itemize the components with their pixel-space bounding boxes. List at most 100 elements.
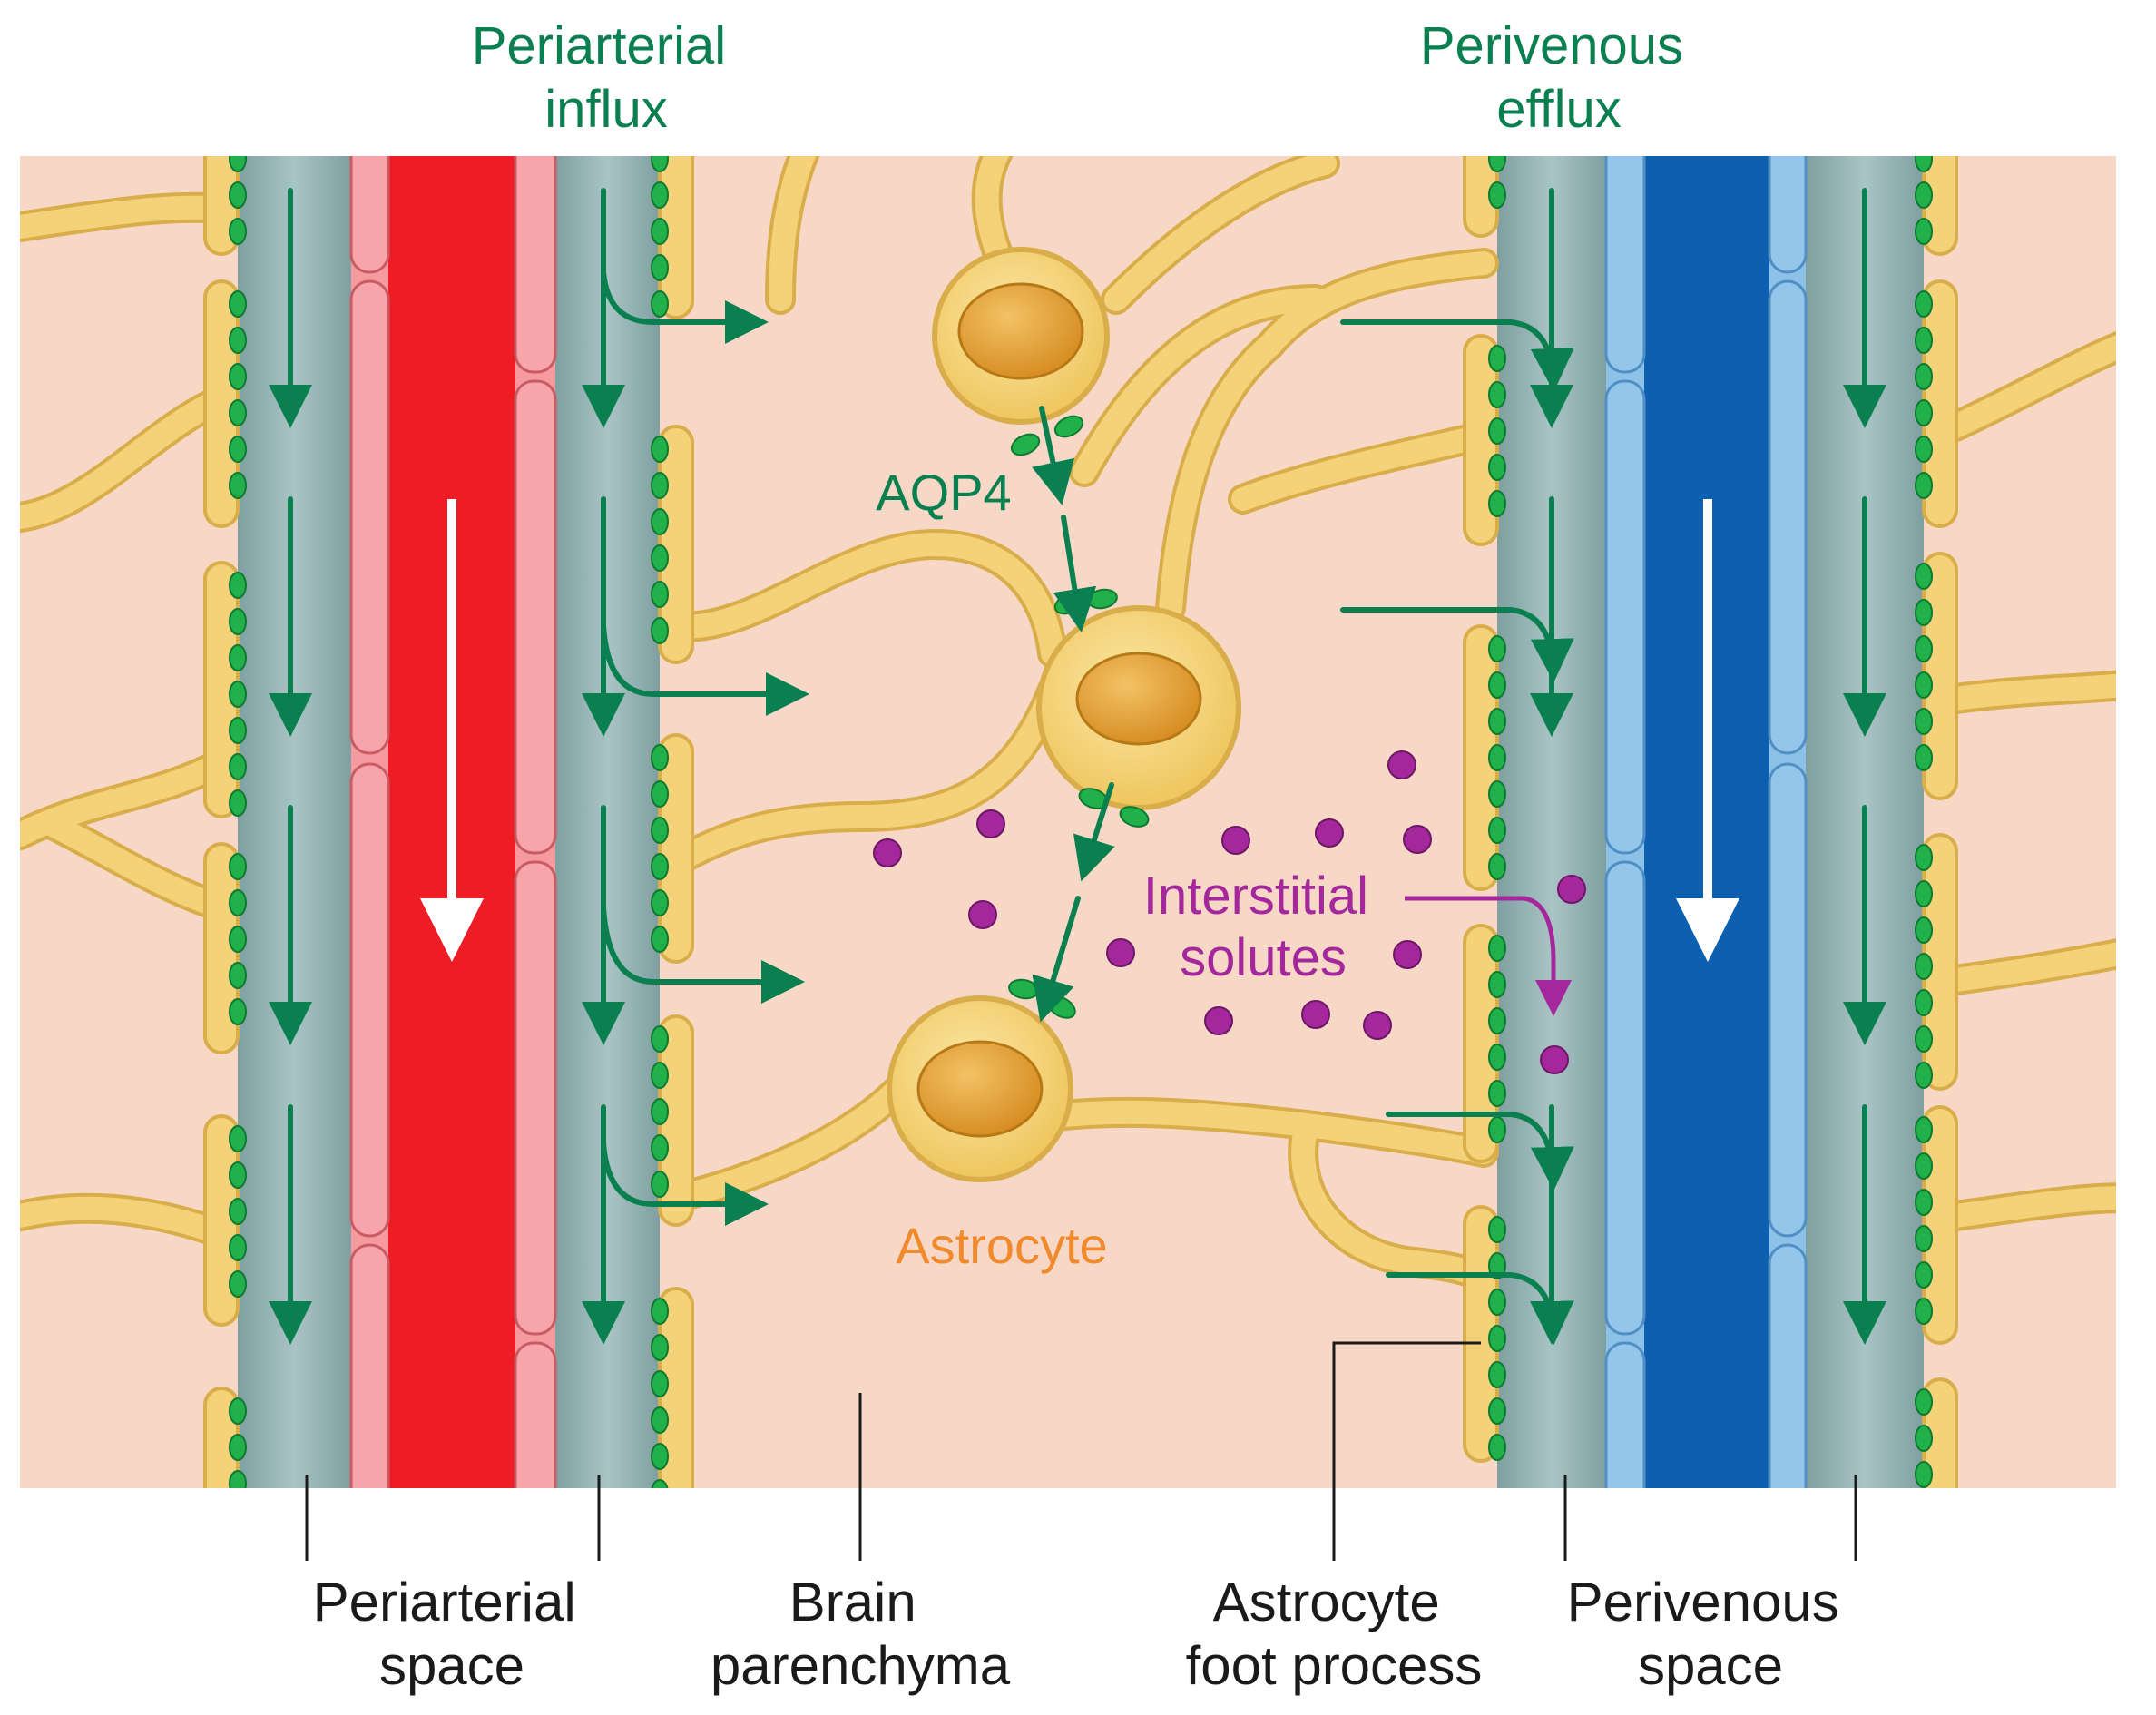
label-astrocyte: Astrocyte: [896, 1217, 1107, 1274]
aqp4-dot: [651, 889, 669, 916]
aqp4-dot: [651, 1062, 669, 1089]
aqp4-dot: [651, 1479, 669, 1488]
aqp4-dot: [1488, 181, 1506, 209]
aqp4-dot: [1915, 1298, 1933, 1325]
aqp4-dot: [1915, 1261, 1933, 1289]
aqp4-dot: [1488, 381, 1506, 408]
aqp4-dot: [651, 290, 669, 318]
aqp4-dot: [1488, 1397, 1506, 1425]
aqp4-dot: [651, 1171, 669, 1198]
aqp4-dot: [229, 644, 247, 671]
aqp4-dot: [229, 1234, 247, 1261]
aqp4-dot: [651, 472, 669, 499]
aqp4-dot: [1915, 953, 1933, 980]
aqp4-dot: [1488, 490, 1506, 517]
periarterial-space-right: [555, 156, 660, 1488]
csf-flow-arrows: [269, 188, 1886, 1345]
astrocyte-cell-middle: [1036, 605, 1241, 810]
aqp4-dot: [229, 363, 247, 390]
aqp4-dot: [1915, 363, 1933, 390]
aqp4-dot: [229, 608, 247, 635]
aqp4-dot: [651, 853, 669, 880]
aqp4-dot: [651, 581, 669, 608]
aqp4-dot: [651, 218, 669, 245]
astrocyte-cells: [887, 247, 1241, 1182]
aqp4-dot: [1488, 853, 1506, 880]
aqp4-dot: [1488, 935, 1506, 962]
aqp4-dot: [229, 717, 247, 744]
label-astrocyte-foot-process: Astrocyte foot process: [1186, 1572, 1483, 1696]
aqp4-dot: [229, 572, 247, 599]
label-interstitial-solutes: Interstitial solutes: [1143, 867, 1383, 987]
aqp4-dot: [1915, 1425, 1933, 1452]
aqp4-dot: [651, 181, 669, 209]
aqp4-dot: [229, 1434, 247, 1461]
aqp4-dot: [1488, 345, 1506, 372]
aqp4-dot: [1488, 1434, 1506, 1461]
aqp4-dot: [1488, 1044, 1506, 1071]
aqp4-dot: [1915, 563, 1933, 590]
aqp4-dot: [229, 926, 247, 953]
aqp4-dot: [229, 1125, 247, 1152]
aqp4-dot: [1915, 708, 1933, 735]
aqp4-dot: [1915, 218, 1933, 245]
aqp4-channels: [229, 156, 1933, 1488]
aqp4-dot: [1488, 635, 1506, 662]
aqp4-dot: [651, 1334, 669, 1361]
aqp4-dot: [229, 1470, 247, 1488]
aqp4-dot: [229, 853, 247, 880]
aqp4-dot: [1488, 708, 1506, 735]
aqp4-dot: [651, 780, 669, 808]
aqp4-dot: [1915, 1062, 1933, 1089]
aqp4-dot: [651, 817, 669, 844]
aqp4-dot: [229, 1198, 247, 1225]
aqp4-dot: [229, 290, 247, 318]
aqp4-dot: [1915, 635, 1933, 662]
aqp4-dot: [1915, 989, 1933, 1016]
aqp4-dot: [651, 617, 669, 644]
aqp4-dot: [1915, 436, 1933, 463]
aqp4-dot: [229, 327, 247, 354]
aqp4-dot: [229, 472, 247, 499]
aqp4-dot: [1488, 1325, 1506, 1352]
aqp4-dot: [229, 753, 247, 780]
aqp4-dot: [229, 789, 247, 817]
astrocyte-cell-bottom: [887, 995, 1073, 1182]
aqp4-dot: [229, 998, 247, 1025]
aqp4-dot: [1915, 399, 1933, 426]
interstitial-solutes: [873, 750, 1586, 1074]
aqp4-dot: [1488, 1216, 1506, 1243]
aqp4-dot: [1915, 671, 1933, 699]
aqp4-dot: [651, 744, 669, 771]
aqp4-dot: [651, 1370, 669, 1397]
aqp4-dot: [651, 156, 669, 172]
aqp4-dot: [1915, 1225, 1933, 1252]
aqp4-dot: [1488, 1361, 1506, 1388]
aqp4-dot: [229, 681, 247, 708]
label-perivenous-space: Perivenous space: [1567, 1572, 1855, 1696]
aqp4-dot: [1488, 817, 1506, 844]
aqp4-dot: [229, 1270, 247, 1298]
astrocyte-processes: [20, 156, 2116, 1295]
aqp4-dot: [229, 1397, 247, 1425]
aqp4-dot: [1915, 1116, 1933, 1143]
aqp4-dot: [1915, 472, 1933, 499]
aqp4-dot: [1488, 1289, 1506, 1316]
aqp4-dot: [229, 1161, 247, 1189]
aqp4-dot: [1488, 156, 1506, 172]
aqp4-dot: [1488, 780, 1506, 808]
aqp4-dot: [229, 399, 247, 426]
astrocyte-cell-top: [932, 247, 1110, 425]
aqp4-dot: [229, 436, 247, 463]
aqp4-dot: [1915, 916, 1933, 944]
aqp4-dot: [1915, 744, 1933, 771]
aqp4-dot: [1915, 290, 1933, 318]
aqp4-dot: [1915, 599, 1933, 626]
aqp4-dot: [651, 1298, 669, 1325]
aqp4-dot: [1915, 1025, 1933, 1053]
aqp4-dot: [1915, 880, 1933, 907]
periarterial-space-left: [238, 156, 351, 1488]
aqp4-dot: [1488, 417, 1506, 445]
label-pointer-lines: [305, 1341, 1857, 1561]
aqp4-dot: [651, 544, 669, 572]
